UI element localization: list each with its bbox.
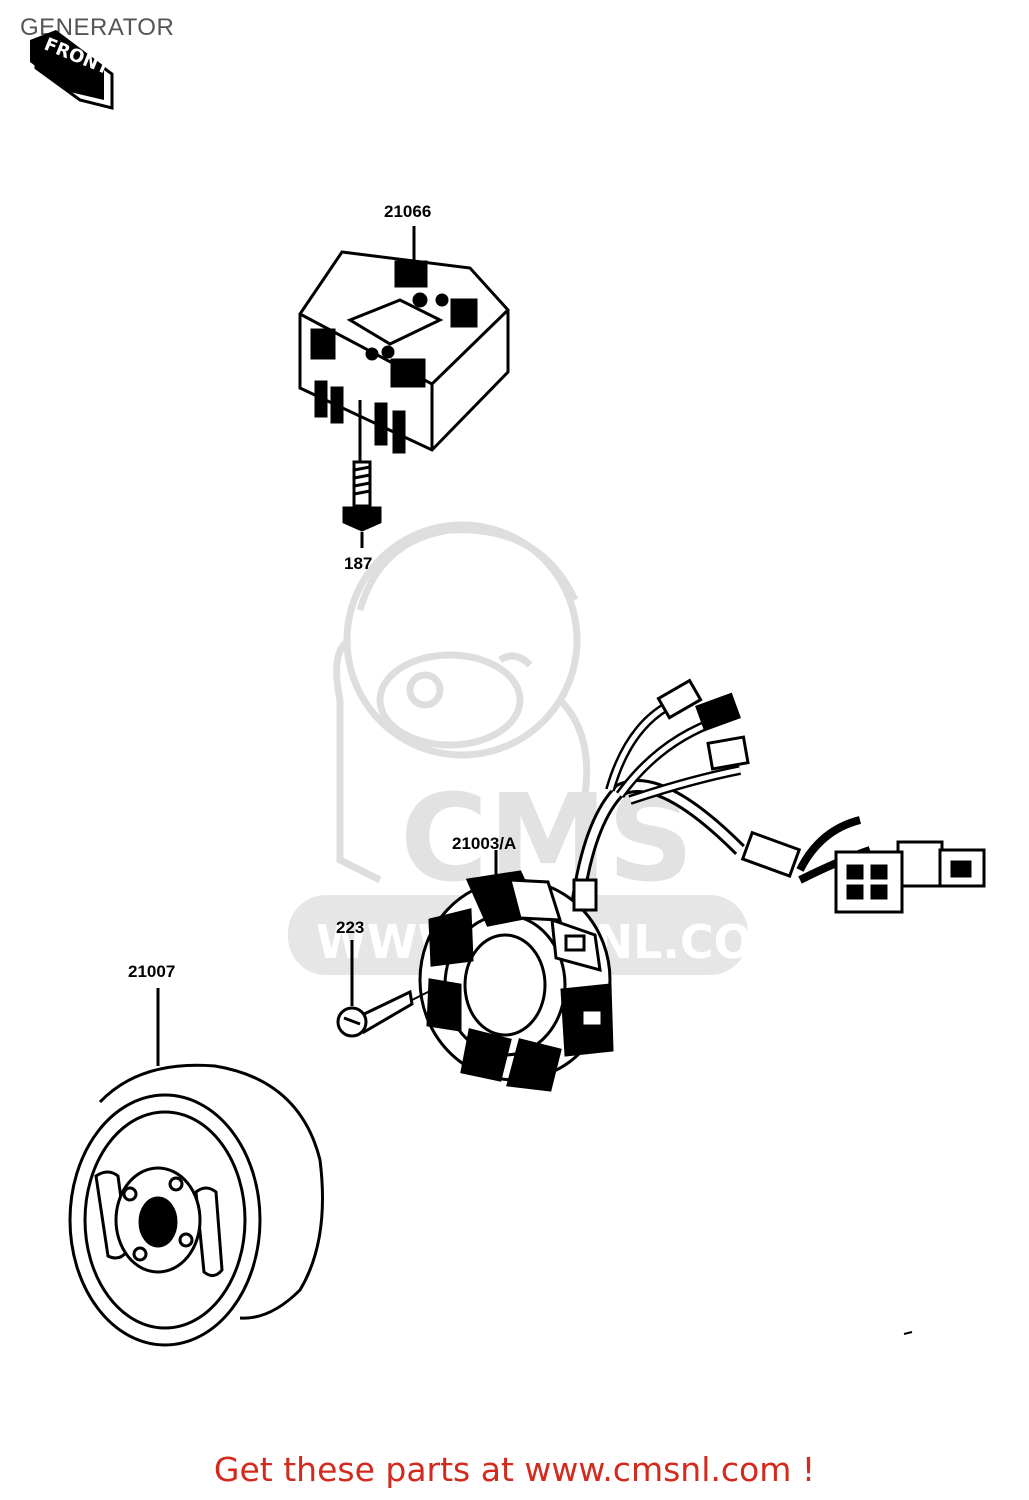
front-arrow-icon: FRONT	[30, 30, 114, 110]
part-label-187: 187	[344, 554, 373, 573]
watermark-logo	[333, 521, 591, 884]
regulator-21066	[298, 226, 510, 462]
part-label-21066: 21066	[384, 202, 432, 221]
part-label-21007: 21007	[128, 962, 176, 981]
stator-21003A	[418, 678, 986, 1092]
footer-shop-link[interactable]: Get these parts at www.cmsnl.com !	[213, 1450, 816, 1489]
part-label-223: 223	[336, 918, 365, 937]
rotor-21007	[68, 988, 324, 1347]
bolt-187	[342, 460, 382, 548]
screw-223	[336, 940, 441, 1038]
stray-mark	[903, 1331, 913, 1335]
part-label-21003A: 21003/A	[452, 834, 517, 853]
